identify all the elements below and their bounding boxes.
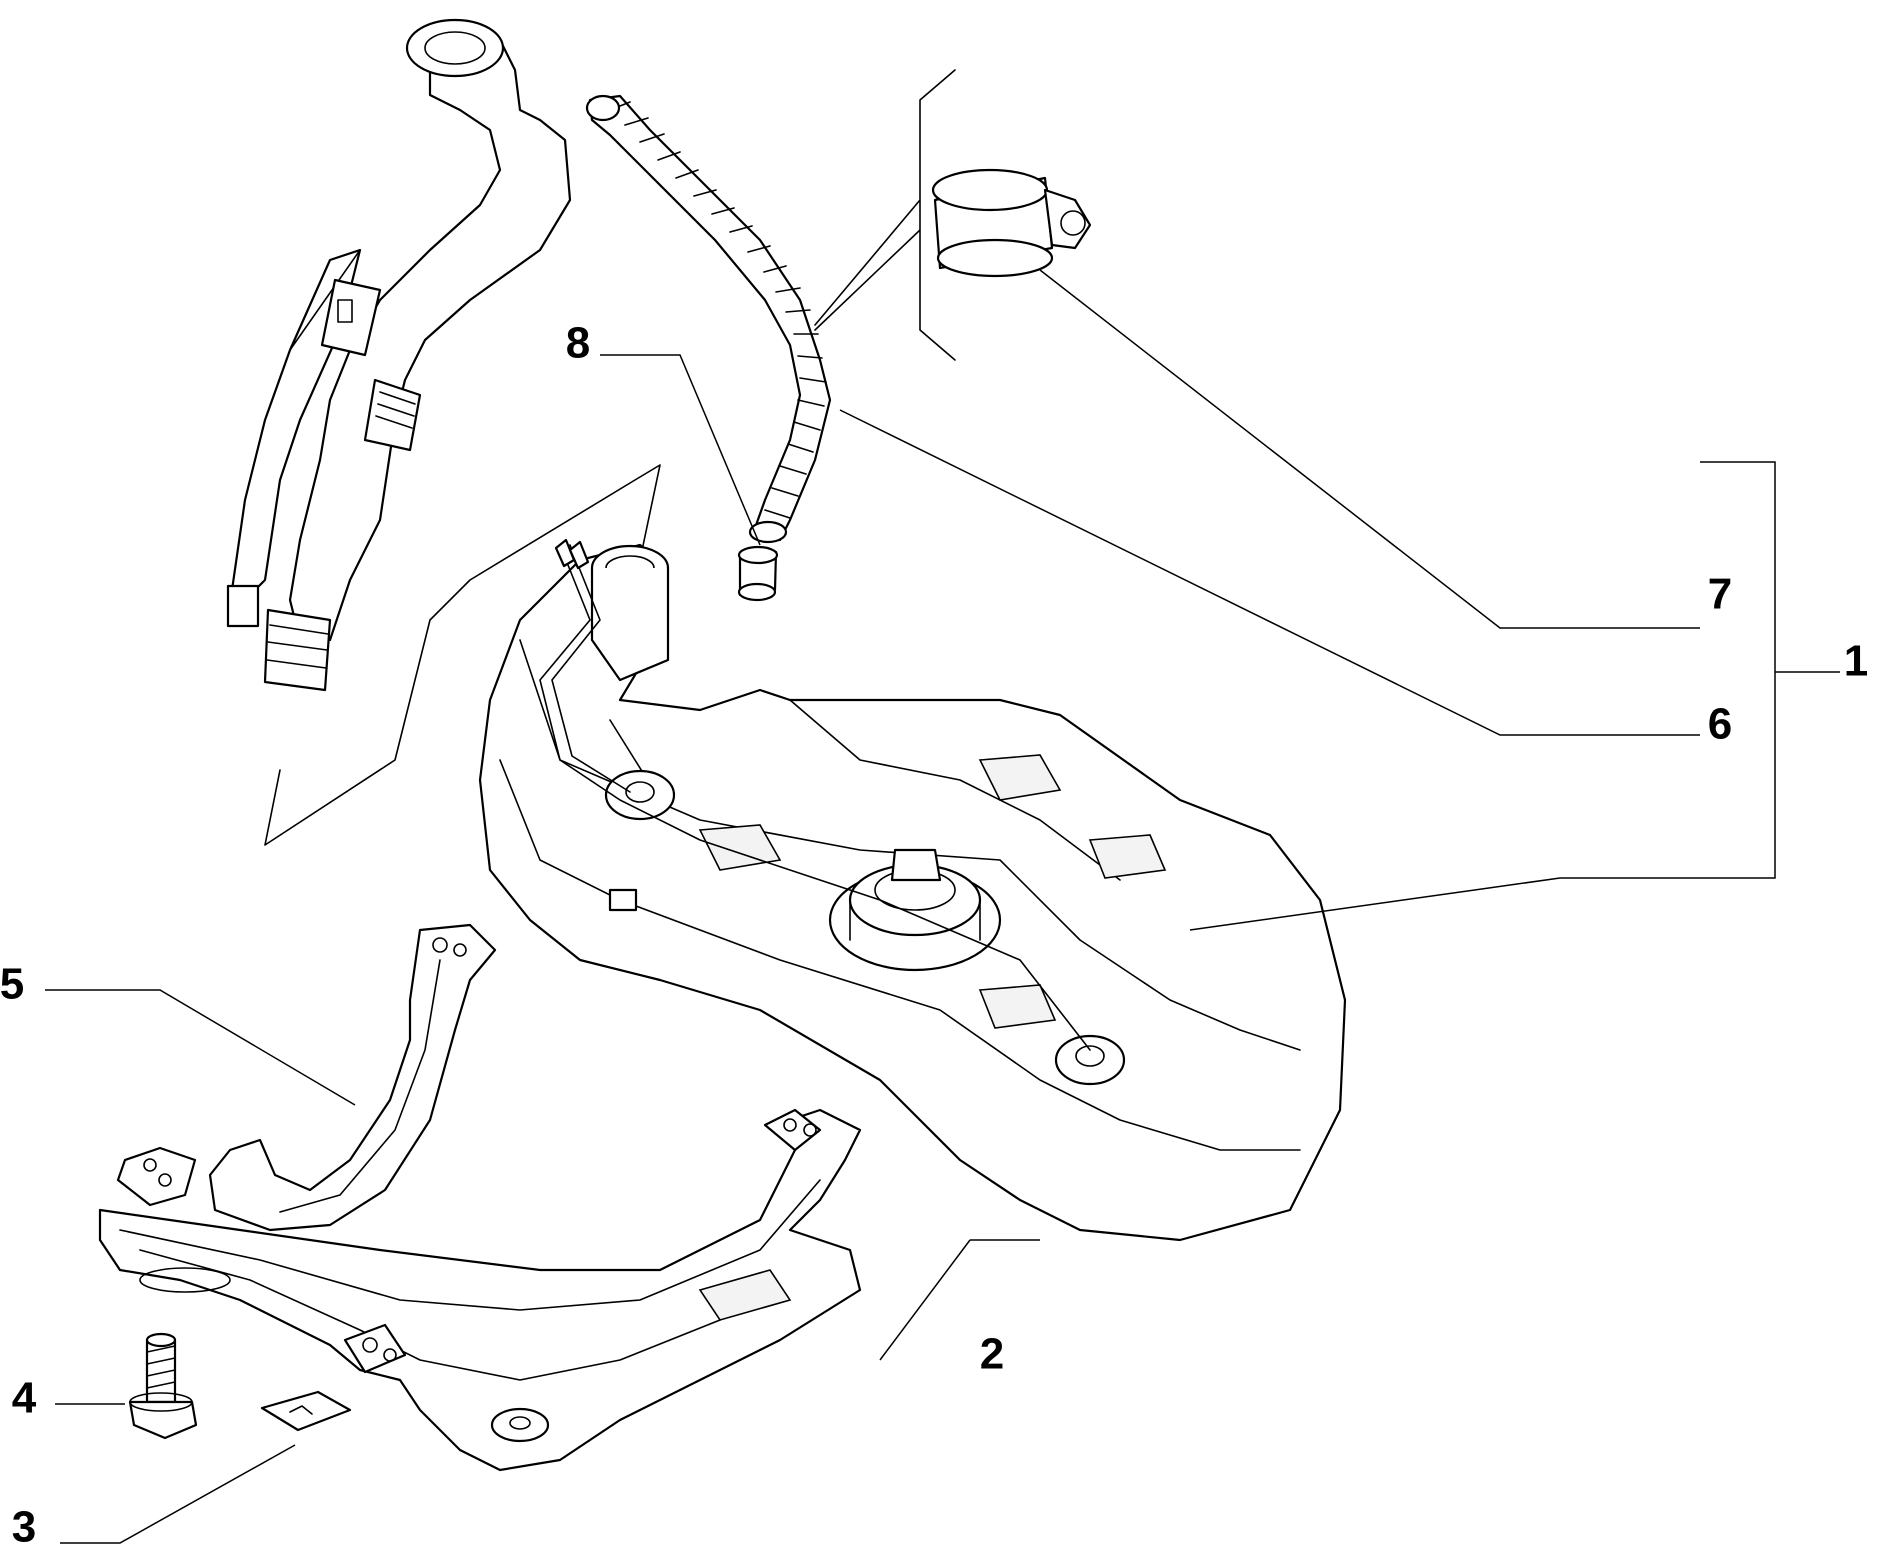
callout-3: 3 (12, 1503, 36, 1549)
leader-3 (60, 1444, 296, 1544)
tank-valve-boss-2 (1054, 1034, 1126, 1086)
clip-nut-part[interactable] (260, 1390, 352, 1432)
clamp-phantom-lines (814, 69, 956, 361)
callout-4: 4 (12, 1374, 37, 1423)
callout-5: 5 (0, 960, 24, 1009)
shield-mount-hole (490, 1407, 550, 1443)
neck-phantom-lines (264, 464, 661, 846)
leader-1-bracket (1189, 461, 1776, 931)
corrugated-vent-hose-part[interactable] (585, 94, 832, 544)
callout-6: 6 (1708, 700, 1732, 749)
leader-5 (45, 989, 356, 1106)
filler-neck-part[interactable] (226, 18, 572, 692)
leader-7 (1039, 269, 1700, 629)
callout-8: 8 (566, 319, 590, 368)
tank-pad-4 (978, 984, 1057, 1029)
tank-shield-part[interactable] (98, 1108, 862, 1472)
callout-2: 2 (980, 1330, 1004, 1379)
tank-pad-1 (698, 824, 782, 871)
shield-rib (698, 1269, 792, 1321)
tank-valve-boss-1 (604, 769, 676, 821)
tank-pad-2 (978, 754, 1062, 801)
tank-pad-3 (1088, 834, 1167, 879)
leader-2 (879, 1239, 971, 1361)
leader-8 (600, 354, 761, 546)
leader-6 (839, 409, 1700, 736)
tank-strap-part[interactable] (116, 923, 497, 1232)
hose-clamp-part[interactable] (931, 168, 1092, 278)
bolt-part[interactable] (128, 1332, 198, 1440)
callout-7: 7 (1708, 570, 1732, 619)
fuel-tank-part[interactable] (478, 538, 1347, 1242)
hose-sleeve-part[interactable] (737, 545, 779, 602)
callout-1: 1 (1844, 637, 1868, 686)
